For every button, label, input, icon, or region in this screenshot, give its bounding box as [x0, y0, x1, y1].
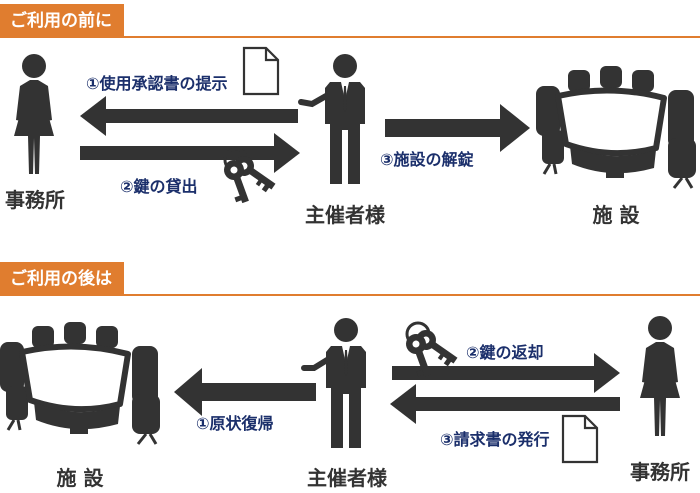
arrow-lend — [80, 133, 300, 173]
step-return-label: ②鍵の返却 — [466, 343, 544, 362]
arrow-restore — [174, 368, 316, 416]
woman-icon — [640, 316, 680, 436]
section-header-before: ご利用の前に — [0, 4, 700, 38]
businessman-arm — [298, 93, 329, 108]
section-title-after: ご利用の後は — [0, 262, 124, 296]
arrow-return — [392, 353, 620, 393]
section-title-before: ご利用の前に — [0, 4, 124, 38]
step-present-label: ①使用承認書の提示 — [86, 74, 228, 93]
caption-office: 事務所 — [630, 460, 690, 484]
document-icon — [561, 414, 599, 464]
section-header-after: ご利用の後は — [0, 262, 700, 296]
woman-icon — [14, 54, 54, 174]
caption-facility: 施 設 — [592, 203, 640, 227]
caption-host: 主催者様 — [305, 203, 385, 227]
step-issue-label: ③請求書の発行 — [440, 430, 550, 449]
arrow-issue — [390, 384, 620, 424]
step-restore-label: ①原状復帰 — [196, 414, 274, 433]
arrow-present — [80, 96, 298, 136]
conference-table-icon — [0, 322, 160, 444]
document-icon — [242, 46, 280, 96]
businessman-arm — [301, 357, 330, 371]
conference-table-icon — [536, 66, 696, 188]
businessman-icon — [326, 318, 366, 448]
caption-facility: 施 設 — [56, 466, 104, 490]
step-unlock-label: ③施設の解錠 — [380, 150, 474, 169]
arrow-unlock — [385, 104, 530, 152]
businessman-icon — [325, 54, 365, 184]
section-rule-after — [0, 294, 700, 296]
step-lend-label: ②鍵の貸出 — [120, 177, 198, 196]
caption-office: 事務所 — [5, 188, 65, 212]
caption-host: 主催者様 — [307, 466, 387, 490]
section-rule-before — [0, 36, 700, 38]
